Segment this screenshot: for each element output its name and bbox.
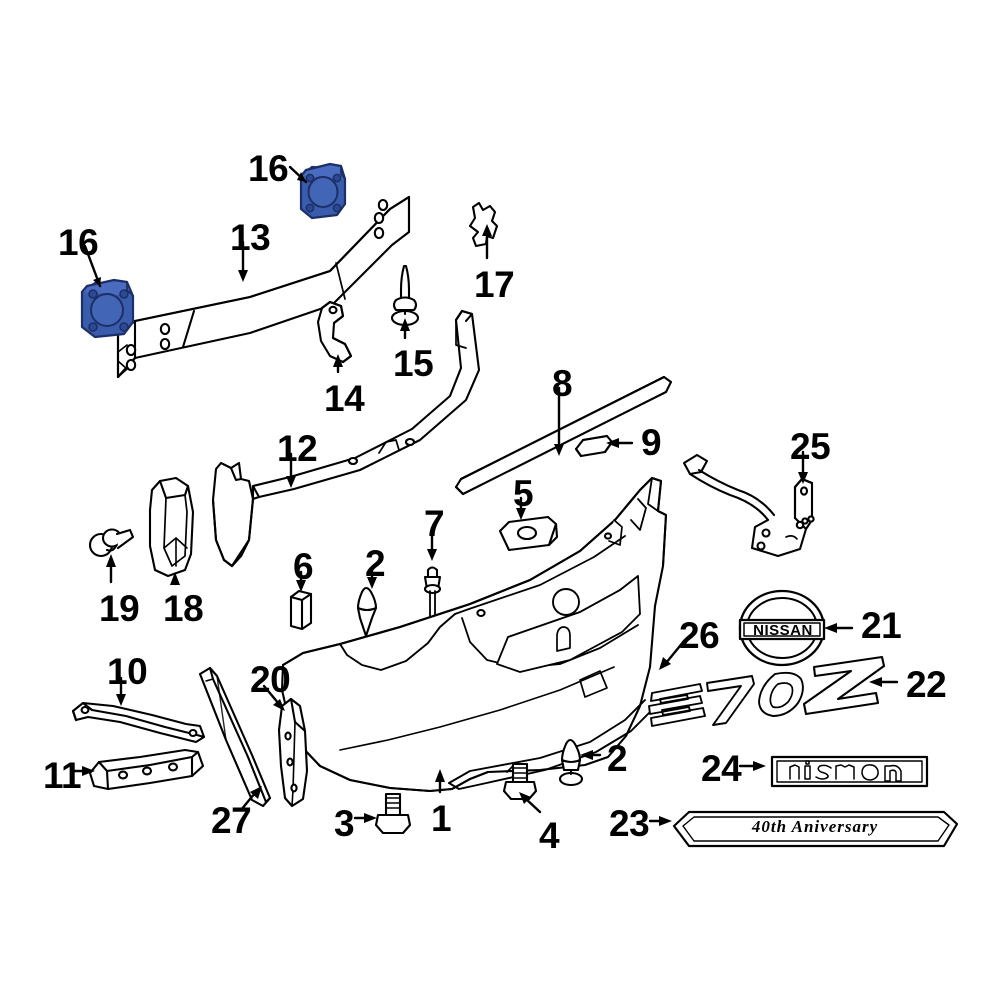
callout-18[interactable]: 18 [163,588,204,629]
part-14-angled-bracket [316,300,353,364]
callout-2-upper[interactable]: 2 [365,543,386,584]
callout-4[interactable]: 4 [539,815,560,856]
callout-2-lower[interactable]: 2 [607,738,628,779]
part-12-energy-absorber [211,309,481,568]
callout-24[interactable]: 24 [701,748,742,789]
callout-22[interactable]: 22 [906,664,947,705]
part-16-mount-plate-left [80,278,135,339]
callout-23[interactable]: 23 [609,803,650,844]
part-16-mount-plate-right [299,162,347,220]
callout-8[interactable]: 8 [552,363,573,404]
part-19-grommet [88,528,135,558]
part-1-rear-bumper-cover [280,476,668,793]
part-18-filler-panel [148,476,195,578]
callout-20[interactable]: 20 [250,659,291,700]
part-27-side-molding [198,666,272,808]
callout-13[interactable]: 13 [230,217,271,258]
callout-21[interactable]: 21 [861,605,902,646]
callout-19[interactable]: 19 [99,588,140,629]
callout-17[interactable]: 17 [474,264,515,305]
callout-16-top[interactable]: 16 [248,148,289,189]
part-5-mounting-plate [498,515,559,552]
callout-25[interactable]: 25 [790,426,831,467]
callout-11[interactable]: 11 [43,755,82,796]
callout-1[interactable]: 1 [431,798,452,839]
part-8-trim-strip [454,375,673,496]
part-25-sensor-bracket [682,453,815,558]
part-23-anniversary-badge [672,810,959,848]
callout-27[interactable]: 27 [211,800,252,841]
callout-12[interactable]: 12 [277,428,318,469]
part-7-long-stud-pin [423,566,442,628]
part-22-370z-emblem [648,655,886,727]
callout-14[interactable]: 14 [324,378,365,419]
callout-3[interactable]: 3 [334,803,355,844]
callout-15[interactable]: 15 [393,343,434,384]
part-11-flat-brace [88,748,205,791]
leader-lines [70,165,899,826]
callout-10[interactable]: 10 [107,651,148,692]
callout-7[interactable]: 7 [424,503,445,544]
part-10-curved-brace [71,701,206,744]
part-21-nissan-emblem [738,589,826,667]
part-3-hex-bolt [374,792,412,835]
part-2-push-rivet-lower [558,738,584,787]
part-20-side-retainer [277,697,309,808]
callout-26[interactable]: 26 [679,615,720,656]
callout-6[interactable]: 6 [293,546,314,587]
callout-9[interactable]: 9 [641,422,662,463]
part-2-push-rivet-upper [356,586,378,638]
callout-5[interactable]: 5 [513,473,534,514]
part-6-spacer-block [289,589,313,631]
callout-16-left[interactable]: 16 [58,222,99,263]
part-24-nismo-badge [770,755,929,788]
